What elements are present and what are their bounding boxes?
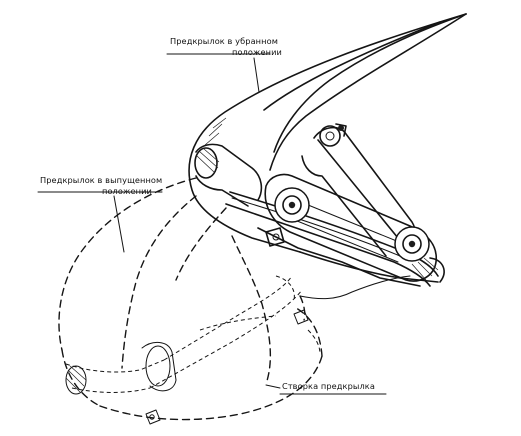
flap-label: Створка предкрылка [282, 381, 375, 392]
wing-surface [299, 251, 439, 300]
extended-slat [58, 177, 323, 425]
extended-label: Предкрылок в выпущенном положении [40, 175, 162, 197]
extended-leader [113, 195, 125, 253]
flap-label-line1: Створка предкрылка [282, 381, 375, 391]
retracted-leader [253, 57, 260, 93]
retracted-label-line2: положении [232, 47, 282, 57]
extended-label-line2: положении [102, 186, 152, 196]
extended-label-line1: Предкрылок в выпущенном [40, 175, 163, 185]
flap-leader [265, 384, 281, 389]
retracted-label-line1: Предкрылок в убранном [170, 36, 278, 46]
carriage-link [264, 173, 445, 283]
slat-track [194, 143, 439, 287]
retracted-slat [188, 13, 467, 253]
retracted-label: Предкрылок в убранном положении [170, 36, 282, 58]
